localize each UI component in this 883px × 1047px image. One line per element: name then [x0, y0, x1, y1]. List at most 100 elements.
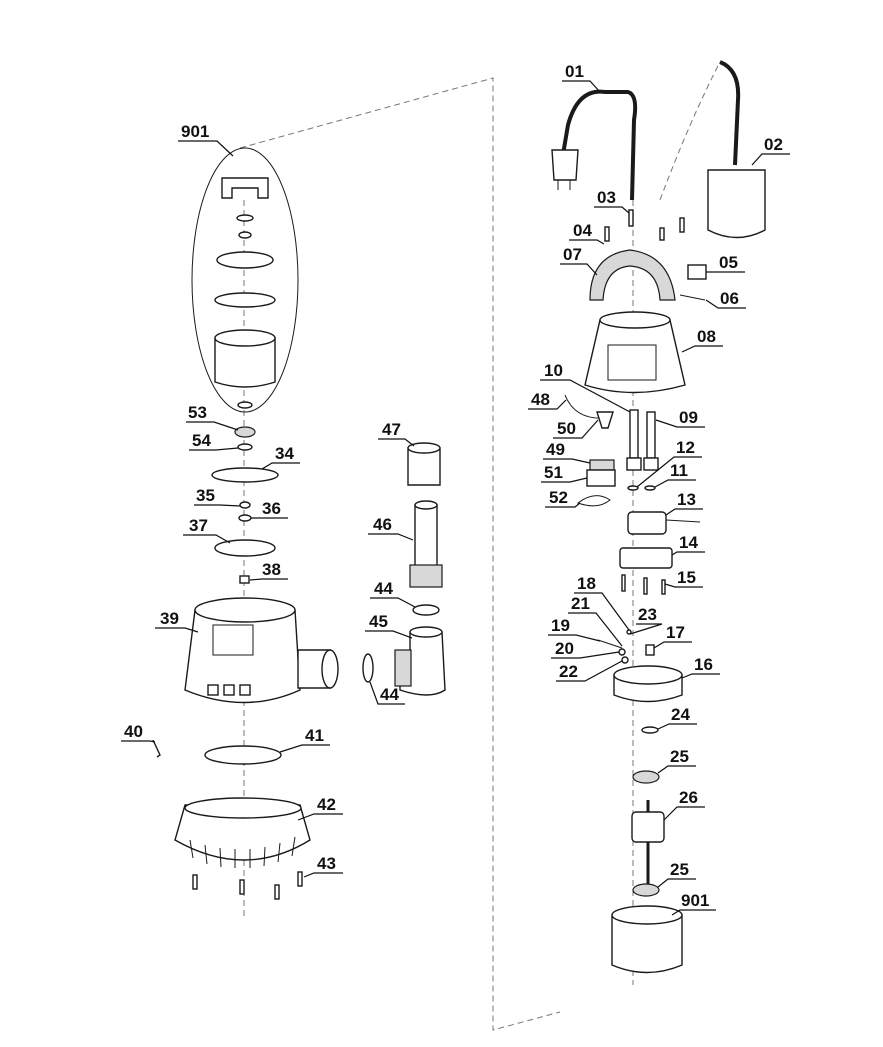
part-35 [239, 501, 251, 509]
part-12 [627, 485, 639, 491]
label-24: 24 [671, 705, 690, 724]
pump-right-parts [551, 60, 766, 974]
part-19 [597, 639, 623, 649]
rotor-26 [631, 811, 665, 843]
part-44-ring [362, 653, 374, 683]
label-47: 47 [382, 420, 401, 439]
seal-bottom-ring [237, 401, 253, 409]
part-10 [629, 409, 639, 459]
part-49 [589, 459, 615, 471]
seal-washer [236, 214, 254, 222]
part-38 [239, 575, 250, 584]
label-48: 48 [531, 390, 550, 409]
part-11 [644, 485, 656, 491]
label-05: 05 [719, 253, 738, 272]
part-labels: 901 53 54 34 35 36 37 38 39 40 41 42 43 … [121, 62, 790, 916]
label-16: 16 [694, 655, 713, 674]
label-02: 02 [764, 135, 783, 154]
label-11: 11 [670, 461, 688, 480]
label-54: 54 [192, 431, 211, 450]
part-54 [237, 443, 253, 451]
cover-07 [589, 249, 676, 301]
label-10: 10 [544, 361, 563, 380]
part-40 [152, 739, 161, 758]
label-03: 03 [597, 188, 616, 207]
part-03-04-screws [604, 209, 685, 242]
label-42: 42 [317, 795, 336, 814]
label-37: 37 [189, 516, 208, 535]
seal-disc [216, 251, 274, 269]
label-20: 20 [555, 639, 574, 658]
label-01: 01 [565, 62, 584, 81]
label-50: 50 [557, 419, 576, 438]
seal-kit-outline [191, 147, 299, 413]
pump-base-42 [174, 804, 311, 861]
label-41: 41 [305, 726, 324, 745]
part-41 [204, 745, 282, 765]
part-06 [679, 294, 706, 301]
part-52 [576, 495, 611, 507]
motor-housing-08 [584, 319, 686, 394]
part-24 [641, 726, 659, 734]
label-19: 19 [551, 616, 570, 635]
part-46 [414, 504, 438, 571]
label-44-bottom: 44 [380, 685, 399, 704]
label-17: 17 [666, 623, 685, 642]
seal-cap [221, 177, 269, 199]
bearing-25-bottom [632, 883, 660, 897]
label-25-bottom: 25 [670, 860, 689, 879]
part-14 [619, 547, 673, 569]
label-46: 46 [373, 515, 392, 534]
label-14: 14 [679, 533, 698, 552]
label-09: 09 [679, 408, 698, 427]
pump-housing-39 [184, 609, 301, 704]
part-43-screws [192, 871, 303, 900]
part-44-top [412, 604, 440, 616]
label-53: 53 [188, 403, 207, 422]
part-15-screws [621, 574, 666, 595]
label-39: 39 [160, 609, 179, 628]
power-plug-01 [551, 149, 579, 181]
label-51: 51 [544, 463, 563, 482]
label-36: 36 [262, 499, 281, 518]
part-45-thread [394, 649, 412, 687]
part-34 [211, 467, 279, 483]
seal-sleeve [214, 337, 276, 388]
part-05 [687, 264, 707, 280]
part-46-nut [409, 564, 443, 588]
bearing-25-top [632, 770, 660, 784]
label-901-left: 901 [181, 122, 209, 141]
pump-left-parts [152, 426, 339, 900]
part-17 [645, 644, 655, 656]
label-18: 18 [577, 574, 596, 593]
label-34: 34 [275, 444, 294, 463]
label-06: 06 [720, 289, 739, 308]
part-50 [596, 411, 614, 429]
label-35: 35 [196, 486, 215, 505]
label-13: 13 [677, 490, 696, 509]
seal-ring-small [238, 231, 252, 239]
label-52: 52 [549, 488, 568, 507]
label-44-top: 44 [374, 579, 393, 598]
part-37 [214, 539, 276, 557]
label-38: 38 [262, 560, 281, 579]
label-26: 26 [679, 788, 698, 807]
part-09 [646, 411, 656, 459]
outlet-fittings [362, 442, 446, 696]
part-36 [238, 514, 252, 522]
label-22: 22 [559, 662, 578, 681]
part-53 [234, 426, 256, 438]
part-51 [586, 469, 616, 487]
label-08: 08 [697, 327, 716, 346]
label-49: 49 [546, 440, 565, 459]
part-20 [618, 648, 626, 656]
label-25-top: 25 [670, 747, 689, 766]
seal-gasket [214, 292, 276, 308]
label-23: 23 [638, 605, 657, 624]
float-switch-02 [707, 169, 766, 239]
label-21: 21 [571, 594, 590, 613]
capacitor-13 [627, 511, 667, 535]
label-04: 04 [573, 221, 592, 240]
label-07: 07 [563, 245, 582, 264]
